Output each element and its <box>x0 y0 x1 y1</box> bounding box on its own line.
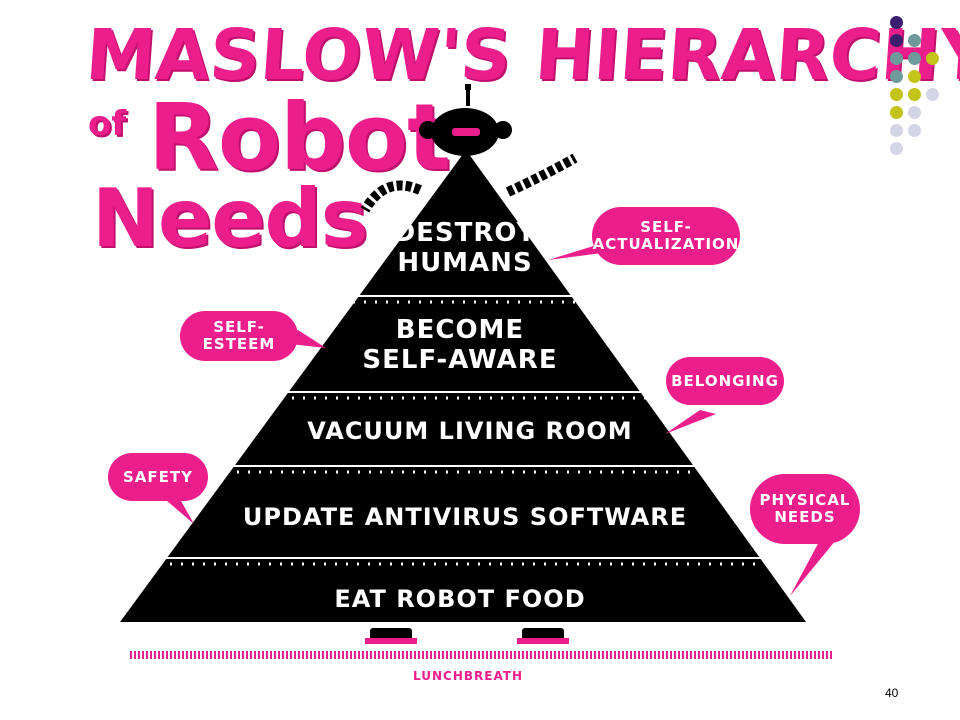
callout-pointers <box>160 244 836 596</box>
decor-dot <box>890 16 903 29</box>
tier-label-destroy-humans: DESTROY HUMANS <box>390 218 540 278</box>
robot-arm-left <box>360 180 422 213</box>
tier-label-become-self-aware: BECOME SELF-AWARE <box>360 315 560 375</box>
callout-safety-line-1: SAFETY <box>123 467 193 486</box>
decor-dot <box>908 124 921 137</box>
decor-dot <box>890 88 903 101</box>
tier-4-line-1: UPDATE ANTIVIRUS SOFTWARE <box>242 503 688 531</box>
decor-dot <box>890 52 903 65</box>
decor-dot <box>908 52 921 65</box>
tier-5-line-1: EAT ROBOT FOOD <box>334 585 586 613</box>
robot-foot-right <box>522 628 564 640</box>
tier-1-line-2: HUMANS <box>397 248 533 278</box>
callout-self-esteem: SELF- ESTEEM <box>180 311 298 361</box>
robot-ear-right <box>494 121 512 139</box>
artist-credit: LUNCHBREATH <box>413 669 524 683</box>
decor-dot <box>908 88 921 101</box>
robot-sole-left <box>365 638 417 644</box>
robot-antenna-tip <box>465 84 471 90</box>
decor-dot <box>908 106 921 119</box>
title-line-3: Needs <box>92 172 368 265</box>
robot-ear-left <box>419 121 437 139</box>
callout-self-actualization-line-1: SELF- <box>640 218 692 236</box>
tier-1-line-1: DESTROY <box>393 218 537 248</box>
pointer-belonging <box>665 410 716 434</box>
decor-dot <box>890 34 903 47</box>
decor-dot <box>908 34 921 47</box>
robot-foot-left <box>370 628 412 640</box>
tier-label-update-antivirus-software: UPDATE ANTIVIRUS SOFTWARE <box>240 502 690 532</box>
decor-dot <box>890 142 903 155</box>
callout-physical-needs-line-1: PHYSICAL <box>759 491 851 509</box>
callout-physical-needs-line-2: NEEDS <box>774 508 836 526</box>
decor-dot <box>908 70 921 83</box>
title-line-2-main: Robot <box>148 84 451 191</box>
tier-separators <box>166 295 765 559</box>
decor-dot <box>926 88 939 101</box>
title-line-2-prefix: of <box>88 104 127 144</box>
callout-self-actualization-line-2: ACTUALIZATION <box>592 235 740 253</box>
pyramid-body <box>120 150 806 622</box>
decor-dot <box>890 124 903 137</box>
callout-self-actualization: SELF- ACTUALIZATION <box>592 207 740 265</box>
tier-3-line-1: VACUUM LIVING ROOM <box>307 417 633 445</box>
robot-arm-right <box>505 153 578 197</box>
callout-self-esteem-line-2: ESTEEM <box>202 335 276 353</box>
robot-sole-right <box>517 638 569 644</box>
callout-belonging: BELONGING <box>666 357 784 405</box>
tier-label-vacuum-living-room: VACUUM LIVING ROOM <box>305 416 635 446</box>
robot-eye-visor <box>452 128 480 136</box>
callout-physical-needs: PHYSICAL NEEDS <box>750 474 860 544</box>
tier-2-line-2: SELF-AWARE <box>362 345 558 375</box>
pointer-self-esteem <box>290 330 326 348</box>
decor-dot <box>926 52 939 65</box>
tier-label-eat-robot-food: EAT ROBOT FOOD <box>310 584 610 614</box>
pointer-physical-needs <box>790 540 836 596</box>
callout-self-esteem-line-1: SELF- <box>213 318 265 336</box>
callout-belonging-line-1: BELONGING <box>671 371 779 390</box>
decor-dot <box>890 70 903 83</box>
slide-number: 40 <box>885 686 899 700</box>
callout-safety: SAFETY <box>108 453 208 501</box>
tier-2-line-1: BECOME <box>395 315 525 345</box>
decor-dot <box>890 106 903 119</box>
